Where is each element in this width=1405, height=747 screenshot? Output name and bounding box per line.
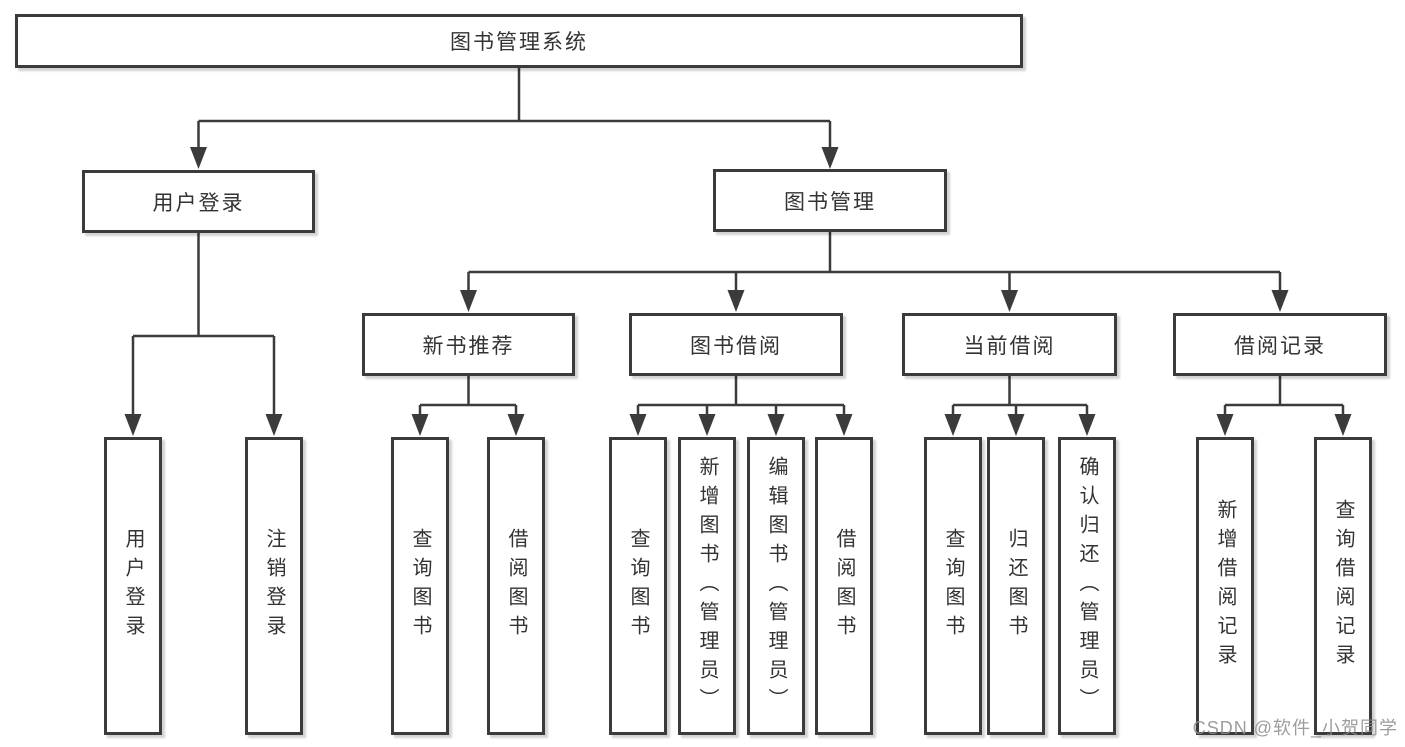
leaf-query-books-recommend: 查询图书 <box>391 437 449 735</box>
leaf-query-books-current-label: 查询图书 <box>942 528 964 644</box>
leaf-borrow-books-recommend-label: 借阅图书 <box>505 528 527 644</box>
leaf-return-books-label: 归还图书 <box>1005 528 1027 644</box>
leaf-borrow-books-borrow: 借阅图书 <box>815 437 873 735</box>
leaf-borrow-books-recommend: 借阅图书 <box>487 437 545 735</box>
node-library-system: 图书管理系统 <box>15 14 1023 68</box>
leaf-query-books-current: 查询图书 <box>924 437 982 735</box>
leaf-edit-books-admin: 编辑图书（管理员） <box>747 437 805 735</box>
leaf-borrow-books-borrow-label: 借阅图书 <box>833 528 855 644</box>
leaf-query-books-borrow: 查询图书 <box>609 437 667 735</box>
leaf-logout-login-label: 注销登录 <box>263 528 285 644</box>
leaf-query-borrow-record: 查询借阅记录 <box>1314 437 1372 735</box>
leaf-logout-login: 注销登录 <box>245 437 303 735</box>
node-borrowing-records-label: 借阅记录 <box>1234 334 1326 358</box>
leaf-edit-books-admin-label: 编辑图书（管理员） <box>765 455 787 717</box>
leaf-add-books-admin: 新增图书（管理员） <box>678 437 736 735</box>
leaf-query-books-borrow-label: 查询图书 <box>627 528 649 644</box>
leaf-confirm-return-admin-label: 确认归还（管理员） <box>1076 455 1098 717</box>
node-current-borrowing: 当前借阅 <box>902 313 1117 376</box>
leaf-user-login-label: 用户登录 <box>122 528 144 644</box>
node-library-system-label: 图书管理系统 <box>450 31 588 54</box>
node-new-book-recommend: 新书推荐 <box>362 313 575 376</box>
leaf-add-books-admin-label: 新增图书（管理员） <box>696 455 718 717</box>
node-book-borrowing: 图书借阅 <box>629 313 843 376</box>
node-book-borrowing-label: 图书借阅 <box>690 334 782 358</box>
node-current-borrowing-label: 当前借阅 <box>963 334 1056 358</box>
leaf-confirm-return-admin: 确认归还（管理员） <box>1058 437 1116 735</box>
leaf-add-borrow-record-label: 新增借阅记录 <box>1214 499 1236 673</box>
node-borrowing-records: 借阅记录 <box>1173 313 1387 376</box>
leaf-user-login: 用户登录 <box>104 437 162 735</box>
leaf-add-borrow-record: 新增借阅记录 <box>1196 437 1254 735</box>
arrowheads <box>124 147 1352 436</box>
node-book-management: 图书管理 <box>713 169 947 232</box>
watermark: CSDN @软件_小贺同学 <box>1192 718 1398 738</box>
node-user-login-label: 用户登录 <box>152 191 245 215</box>
node-user-login: 用户登录 <box>82 170 315 233</box>
node-book-management-label: 图书管理 <box>784 190 876 214</box>
leaf-return-books: 归还图书 <box>987 437 1045 735</box>
leaf-query-borrow-record-label: 查询借阅记录 <box>1332 499 1354 673</box>
node-new-book-recommend-label: 新书推荐 <box>422 334 515 358</box>
leaf-query-books-recommend-label: 查询图书 <box>409 528 431 644</box>
